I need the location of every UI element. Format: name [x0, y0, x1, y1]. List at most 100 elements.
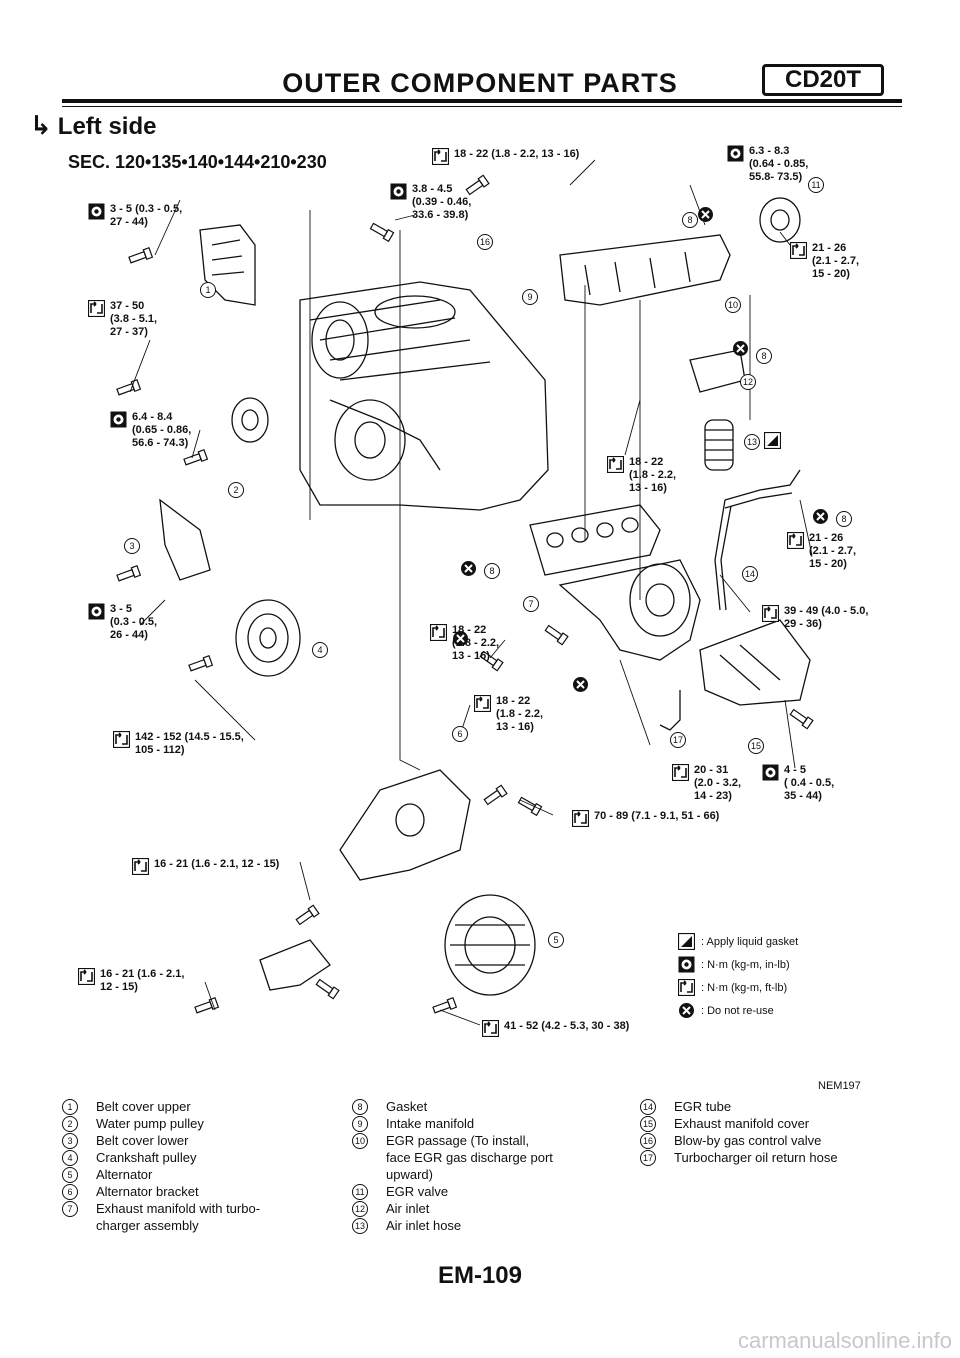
header-rule-thin	[62, 106, 902, 107]
exhaust-gasket-shape	[529, 504, 661, 576]
part-number: 13	[352, 1218, 368, 1234]
callout-16: 16	[477, 234, 493, 250]
torque-label: 4 - 5 ( 0.4 - 0.5, 35 - 44)	[784, 764, 835, 802]
callout-7: 7	[523, 596, 539, 612]
water-pump-pulley-shape	[231, 397, 269, 443]
watermark: carmanualsonline.info	[737, 1328, 952, 1353]
torque-label: 20 - 31 (2.0 - 3.2, 14 - 23)	[694, 764, 742, 802]
callout-12: 12	[740, 374, 756, 390]
belt-cover-lower-shape	[159, 498, 211, 581]
liquid-gasket-icon	[677, 932, 696, 951]
callout-8: 8	[682, 212, 698, 228]
torque-label: 18 - 22 (1.8 - 2.2, 13 - 16)	[454, 148, 580, 160]
part-name: Exhaust manifold cover	[674, 1116, 810, 1131]
exhaust-manifold-shape	[558, 559, 701, 661]
torque-label: 3 - 5 (0.3 - 0.5, 26 - 44)	[110, 603, 158, 641]
callout-8: 8	[756, 348, 772, 364]
section-number: SEC. 120•135•140•144•210•230	[68, 152, 327, 172]
corner-mark-icon: ↳	[30, 110, 52, 140]
part-number: 10	[352, 1133, 368, 1149]
part-number: 5	[62, 1167, 78, 1183]
part-name: Air inlet	[386, 1201, 430, 1216]
torque-inlb-icon	[727, 145, 744, 162]
callout-3: 3	[124, 538, 140, 554]
part-number: 9	[352, 1116, 368, 1132]
do-not-reuse-icon	[452, 630, 469, 647]
torque-ftlb-icon	[431, 147, 450, 166]
torque-label: 6.3 - 8.3 (0.64 - 0.85, 55.8- 73.5)	[749, 145, 809, 183]
torque-label: 39 - 49 (4.0 - 5.0, 29 - 36)	[784, 605, 869, 630]
egr-valve-shape	[759, 197, 801, 243]
torque-label: 18 - 22 (1.8 - 2.2, 13 - 16)	[629, 456, 677, 494]
torque-ftlb-icon	[786, 531, 805, 550]
torque-ftlb-icon	[131, 857, 150, 876]
legend-row: : Do not re-use	[678, 999, 798, 1022]
part-number: 8	[352, 1099, 368, 1115]
part-name: Alternator bracket	[96, 1184, 199, 1199]
parts-list-item: 8 Gasket	[352, 1098, 553, 1115]
parts-list-item: 2 Water pump pulley	[62, 1115, 260, 1132]
callout-15: 15	[748, 738, 764, 754]
callout-6: 6	[452, 726, 468, 742]
parts-list-item: 13 Air inlet hose	[352, 1217, 553, 1234]
engine-code-badge: CD20T	[762, 64, 884, 96]
part-number: 14	[640, 1099, 656, 1115]
part-number: 6	[62, 1184, 78, 1200]
callout-8: 8	[484, 563, 500, 579]
callout-9: 9	[522, 289, 538, 305]
torque-ftlb-icon	[481, 1019, 500, 1038]
part-number: 4	[62, 1150, 78, 1166]
legend-text: : Apply liquid gasket	[701, 935, 799, 948]
figure-reference: NEM197	[818, 1080, 861, 1092]
callout-10: 10	[725, 297, 741, 313]
torque-label: 21 - 26 (2.1 - 2.7, 15 - 20)	[812, 242, 860, 280]
part-number: 7	[62, 1201, 78, 1217]
torque-label: 3.8 - 4.5 (0.39 - 0.46, 33.6 - 39.8)	[412, 183, 472, 221]
torque-ftlb-icon	[789, 241, 808, 260]
part-name: Air inlet hose	[386, 1218, 462, 1233]
legend-row: : Apply liquid gasket	[677, 930, 799, 953]
torque-ftlb-icon	[77, 967, 96, 986]
section-heading: ↳Left side	[30, 110, 156, 141]
egr-tube-shape	[724, 469, 801, 509]
part-name: Gasket	[386, 1099, 428, 1114]
torque-inlb-icon	[390, 183, 407, 200]
intake-manifold-shape	[559, 234, 731, 306]
torque-label: 6.4 - 8.4 (0.65 - 0.86, 56.6 - 74.3)	[132, 411, 192, 449]
callout-4: 4	[312, 642, 328, 658]
torque-label: 37 - 50 (3.8 - 5.1, 27 - 37)	[110, 300, 158, 338]
liquid-gasket-icon	[763, 431, 782, 450]
do-not-reuse-icon	[678, 1002, 695, 1019]
part-number: 11	[352, 1184, 368, 1200]
part-name: Blow-by gas control valve	[674, 1133, 822, 1148]
section-title: Left side	[57, 113, 157, 140]
torque-label: 41 - 52 (4.2 - 5.3, 30 - 38)	[504, 1020, 630, 1032]
oil-return-hose-shape	[659, 690, 681, 731]
part-name: Alternator	[96, 1167, 153, 1182]
part-name: Turbocharger oil return hose	[674, 1150, 838, 1165]
part-name: Crankshaft pulley	[96, 1150, 197, 1165]
part-name: Exhaust manifold with turbo- charger ass…	[96, 1201, 261, 1233]
legend-text: : N·m (kg-m, in-lb)	[701, 958, 790, 971]
parts-list-item: 5 Alternator	[62, 1166, 260, 1183]
alternator-bracket-shape	[339, 769, 471, 881]
legend-row: : N·m (kg-m, in-lb)	[678, 953, 798, 976]
page-number: EM-109	[437, 1262, 523, 1289]
part-number: 2	[62, 1116, 78, 1132]
do-not-reuse-icon	[572, 676, 589, 693]
part-number: 3	[62, 1133, 78, 1149]
header-rule	[62, 99, 902, 103]
torque-inlb-icon	[88, 603, 105, 620]
parts-list-item: 6 Alternator bracket	[62, 1183, 260, 1200]
callout-11: 11	[808, 177, 824, 193]
part-name: Water pump pulley	[96, 1116, 204, 1131]
